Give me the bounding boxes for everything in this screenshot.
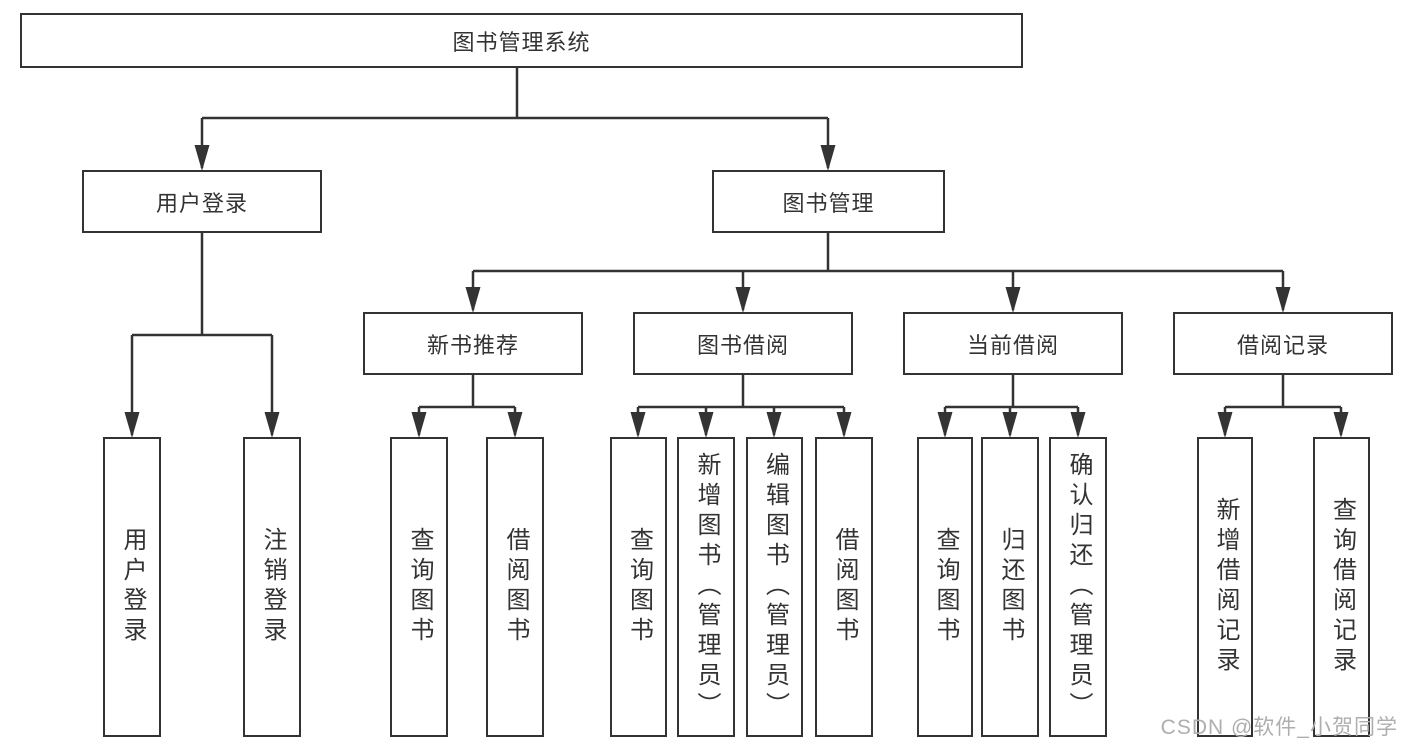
leaf-add-borrow-record: 新增借阅记录 xyxy=(1197,437,1253,737)
node-new-book-recommend: 新书推荐 xyxy=(363,312,583,375)
leaf-return-book: 归还图书 xyxy=(981,437,1039,737)
leaf-query-book-borrow: 查询图书 xyxy=(610,437,667,737)
node-root-system: 图书管理系统 xyxy=(20,13,1023,68)
node-book-management: 图书管理 xyxy=(712,170,945,233)
node-user-login: 用户登录 xyxy=(82,170,322,233)
leaf-edit-book-admin: 编辑图书（管理员） xyxy=(746,437,803,737)
leaf-borrow-book-recommend: 借阅图书 xyxy=(486,437,544,737)
csdn-watermark: CSDN @软件_小贺同学 xyxy=(1160,716,1398,739)
leaf-logout: 注销登录 xyxy=(243,437,301,737)
leaf-add-book-admin: 新增图书（管理员） xyxy=(677,437,735,737)
leaf-confirm-return-admin: 确认归还（管理员） xyxy=(1049,437,1107,737)
leaf-query-book-recommend: 查询图书 xyxy=(390,437,448,737)
node-current-borrow: 当前借阅 xyxy=(903,312,1123,375)
leaf-query-borrow-record: 查询借阅记录 xyxy=(1313,437,1370,737)
arrowhead-icons xyxy=(124,145,1349,438)
node-borrow-record: 借阅记录 xyxy=(1173,312,1393,375)
leaf-borrow-book: 借阅图书 xyxy=(815,437,873,737)
node-book-borrow: 图书借阅 xyxy=(633,312,853,375)
leaf-user-login: 用户登录 xyxy=(103,437,161,737)
leaf-query-book-current: 查询图书 xyxy=(917,437,973,737)
